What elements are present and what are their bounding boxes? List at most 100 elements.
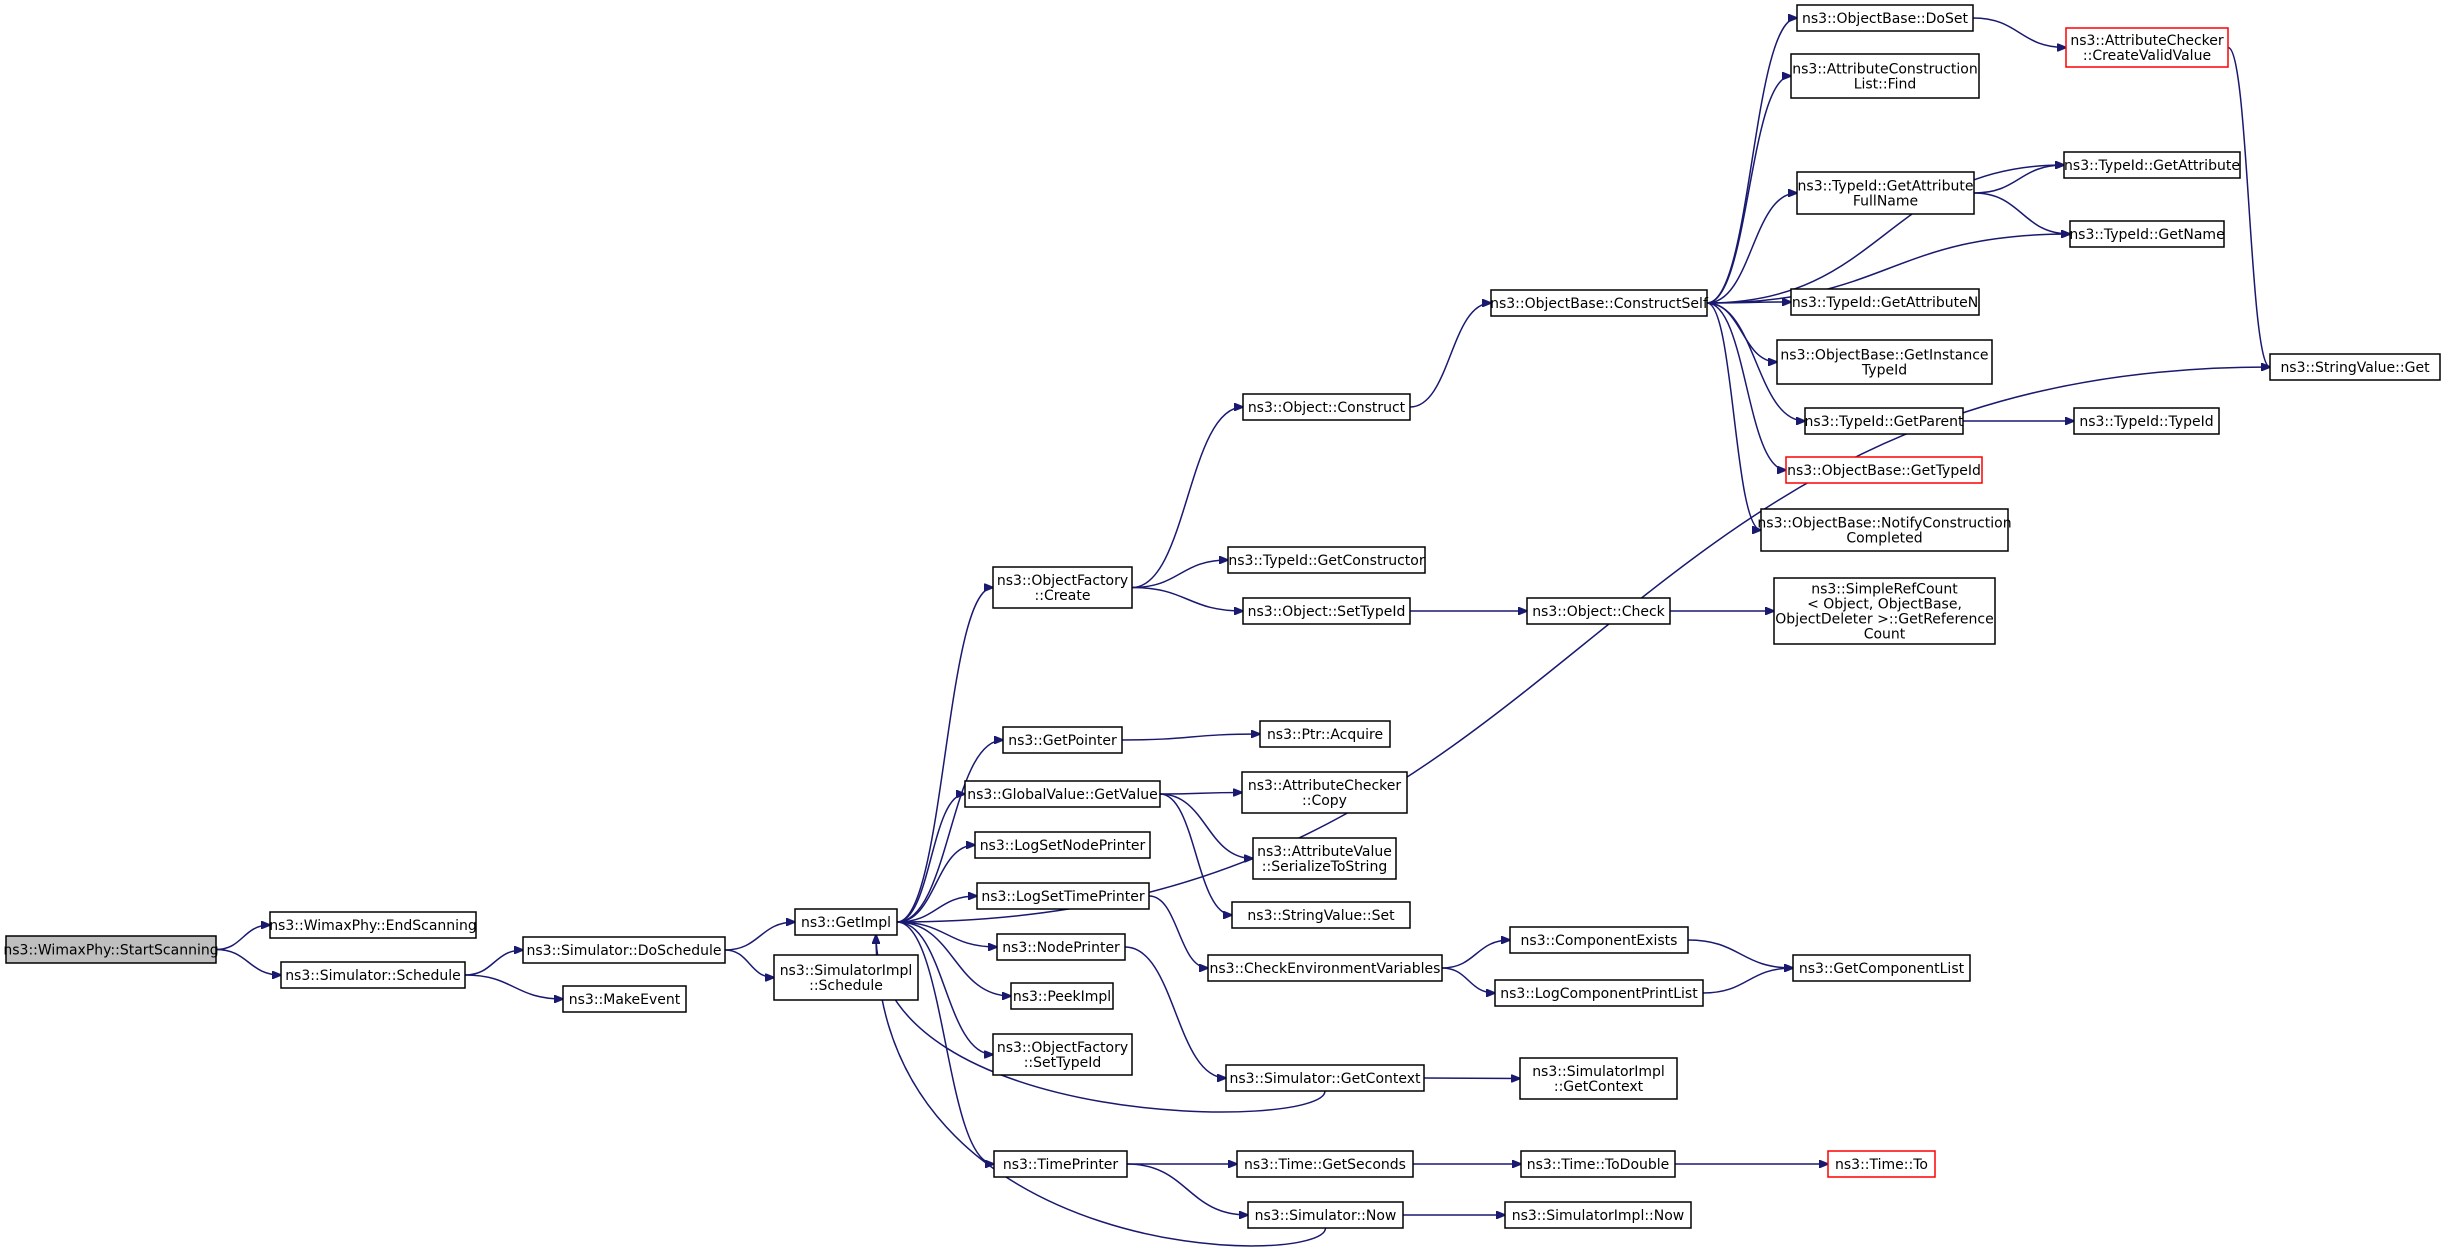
node-logSetTimePrinter[interactable]: ns3::LogSetTimePrinter bbox=[976, 882, 1150, 910]
node-label: ns3::LogSetTimePrinter bbox=[981, 889, 1145, 905]
node-box bbox=[1520, 1150, 1676, 1178]
node-label: ns3::ObjectFactory bbox=[997, 1040, 1128, 1056]
node-ptrAcquire[interactable]: ns3::Ptr::Acquire bbox=[1259, 720, 1391, 748]
node-box bbox=[1827, 1150, 1936, 1178]
node-acCreateValidValue[interactable]: ns3::AttributeChecker::CreateValidValue bbox=[2065, 27, 2229, 68]
node-label: ns3::SimpleRefCount bbox=[1811, 582, 1958, 598]
node-box bbox=[1225, 1064, 1425, 1092]
node-obNotifyConstruction[interactable]: ns3::ObjectBase::NotifyConstructionCompl… bbox=[1757, 508, 2012, 552]
edge-simSchedule-to-doSchedule bbox=[464, 950, 523, 976]
edges-layer bbox=[215, 18, 2270, 1247]
node-box bbox=[1796, 171, 1975, 215]
edge-gvGetValue-to-acCopy bbox=[1159, 793, 1242, 795]
node-acCopy[interactable]: ns3::AttributeChecker::Copy bbox=[1241, 771, 1408, 814]
node-endScanning[interactable]: ns3::WimaxPhy::EndScanning bbox=[269, 911, 477, 939]
node-label: ::SetTypeId bbox=[1024, 1055, 1102, 1071]
node-simImplSchedule[interactable]: ns3::SimulatorImpl::Schedule bbox=[773, 954, 919, 1001]
node-tidGetConstructor[interactable]: ns3::TypeId::GetConstructor bbox=[1227, 546, 1426, 574]
node-timeGetSeconds[interactable]: ns3::Time::GetSeconds bbox=[1236, 1150, 1414, 1178]
node-simpleRefCount[interactable]: ns3::SimpleRefCount< Object, ObjectBase,… bbox=[1773, 577, 1996, 645]
node-box bbox=[1242, 597, 1411, 625]
edge-getImpl-to-timePrinter bbox=[896, 921, 994, 1164]
node-label: ns3::ComponentExists bbox=[1521, 933, 1678, 949]
nodes-layer: ns3::WimaxPhy::StartScanning ns3::WimaxPh… bbox=[3, 4, 2441, 1229]
node-label: ::CreateValidValue bbox=[2083, 48, 2211, 64]
node-objCheck[interactable]: ns3::Object::Check bbox=[1526, 597, 1671, 625]
node-tidGetParent[interactable]: ns3::TypeId::GetParent bbox=[1804, 407, 1964, 435]
node-box bbox=[1241, 771, 1408, 814]
node-box bbox=[1804, 407, 1964, 435]
node-objFactoryCreate[interactable]: ns3::ObjectFactory::Create bbox=[992, 566, 1133, 609]
node-box bbox=[1252, 837, 1397, 880]
node-simGetContext[interactable]: ns3::Simulator::GetContext bbox=[1225, 1064, 1425, 1092]
node-ofSetTypeId[interactable]: ns3::ObjectFactory::SetTypeId bbox=[992, 1033, 1133, 1076]
node-label: ns3::Simulator::GetContext bbox=[1229, 1071, 1421, 1087]
node-label: ns3::TypeId::GetConstructor bbox=[1228, 553, 1424, 569]
edge-gvGetValue-to-svSet bbox=[1159, 793, 1232, 915]
node-label: ns3::ObjectBase::NotifyConstruction bbox=[1757, 516, 2011, 532]
edge-logCompPrintList-to-getComponentList bbox=[1702, 968, 1793, 994]
node-box bbox=[1792, 954, 1971, 982]
node-label: ns3::ObjectBase::DoSet bbox=[1802, 11, 1968, 27]
node-getComponentList[interactable]: ns3::GetComponentList bbox=[1792, 954, 1971, 982]
node-doSchedule[interactable]: ns3::Simulator::DoSchedule bbox=[522, 936, 726, 964]
node-timeTo[interactable]: ns3::Time::To bbox=[1827, 1150, 1936, 1178]
node-box bbox=[1259, 720, 1391, 748]
node-simSchedule[interactable]: ns3::Simulator::Schedule bbox=[280, 961, 466, 989]
node-obDoSet[interactable]: ns3::ObjectBase::DoSet bbox=[1796, 4, 1974, 32]
node-getImpl[interactable]: ns3::GetImpl bbox=[794, 908, 898, 936]
node-label: FullName bbox=[1853, 194, 1918, 210]
node-logCompPrintList[interactable]: ns3::LogComponentPrintList bbox=[1494, 979, 1704, 1007]
edge-doSchedule-to-simImplSchedule bbox=[724, 949, 774, 978]
node-tidTypeId[interactable]: ns3::TypeId::TypeId bbox=[2073, 407, 2220, 435]
node-label: ns3::CheckEnvironmentVariables bbox=[1210, 961, 1441, 977]
node-simImplGetContext[interactable]: ns3::SimulatorImpl::GetContext bbox=[1519, 1057, 1678, 1100]
edge-obConstructSelf-to-tidGetParent bbox=[1706, 302, 1805, 421]
node-objSetTypeId[interactable]: ns3::Object::SetTypeId bbox=[1242, 597, 1411, 625]
node-simNow[interactable]: ns3::Simulator::Now bbox=[1247, 1201, 1404, 1229]
node-label: ns3::TypeId::GetName bbox=[2069, 227, 2224, 243]
node-box bbox=[964, 780, 1161, 808]
node-startScanning[interactable]: ns3::WimaxPhy::StartScanning bbox=[3, 935, 219, 964]
edge-tidGetAttrFullName-to-tidGetName bbox=[1973, 192, 2070, 234]
node-label: ns3::Object::Check bbox=[1532, 604, 1665, 620]
edge-obConstructSelf-to-obDoSet bbox=[1706, 18, 1797, 304]
node-box bbox=[1504, 1201, 1692, 1229]
node-objConstruct[interactable]: ns3::Object::Construct bbox=[1242, 393, 1411, 421]
node-makeEvent[interactable]: ns3::MakeEvent bbox=[562, 985, 687, 1013]
node-checkEnv[interactable]: ns3::CheckEnvironmentVariables bbox=[1207, 954, 1443, 982]
node-label: ::Copy bbox=[1302, 793, 1347, 809]
node-avSerialize[interactable]: ns3::AttributeValue::SerializeToString bbox=[1252, 837, 1397, 880]
node-tidGetAttribute[interactable]: ns3::TypeId::GetAttribute bbox=[2063, 151, 2241, 179]
node-label: ns3::ObjectBase::GetTypeId bbox=[1787, 463, 1981, 479]
node-obConstructSelf[interactable]: ns3::ObjectBase::ConstructSelf bbox=[1490, 289, 1709, 317]
node-obGetTypeId[interactable]: ns3::ObjectBase::GetTypeId bbox=[1785, 456, 1983, 484]
node-compExists[interactable]: ns3::ComponentExists bbox=[1509, 926, 1689, 954]
node-nodePrinter[interactable]: ns3::NodePrinter bbox=[996, 933, 1126, 961]
edge-simNow-to-getImpl bbox=[876, 935, 1327, 1247]
node-logSetNodePrinter[interactable]: ns3::LogSetNodePrinter bbox=[974, 831, 1151, 859]
node-label: ns3::Ptr::Acquire bbox=[1267, 727, 1383, 743]
node-tidGetAttrN[interactable]: ns3::TypeId::GetAttributeN bbox=[1790, 288, 1980, 316]
node-svGet[interactable]: ns3::StringValue::Get bbox=[2269, 353, 2441, 381]
edge-obConstructSelf-to-obGetTypeId bbox=[1706, 302, 1786, 470]
node-timePrinter[interactable]: ns3::TimePrinter bbox=[993, 1150, 1128, 1178]
node-box bbox=[1207, 954, 1443, 982]
node-simImplNow[interactable]: ns3::SimulatorImpl::Now bbox=[1504, 1201, 1692, 1229]
node-timeToDouble[interactable]: ns3::Time::ToDouble bbox=[1520, 1150, 1676, 1178]
node-getPointer[interactable]: ns3::GetPointer bbox=[1002, 726, 1123, 754]
node-box bbox=[2073, 407, 2220, 435]
edge-obConstructSelf-to-tidGetName bbox=[1706, 234, 2070, 304]
node-gvGetValue[interactable]: ns3::GlobalValue::GetValue bbox=[964, 780, 1161, 808]
node-tidGetName[interactable]: ns3::TypeId::GetName bbox=[2069, 220, 2225, 248]
node-box bbox=[773, 954, 919, 1001]
node-svSet[interactable]: ns3::StringValue::Set bbox=[1231, 901, 1411, 929]
node-label: List::Find bbox=[1854, 77, 1917, 93]
node-box bbox=[562, 985, 687, 1013]
node-peekImpl[interactable]: ns3::PeekImpl bbox=[1010, 982, 1114, 1010]
edge-objFactoryCreate-to-objConstruct bbox=[1131, 407, 1243, 589]
